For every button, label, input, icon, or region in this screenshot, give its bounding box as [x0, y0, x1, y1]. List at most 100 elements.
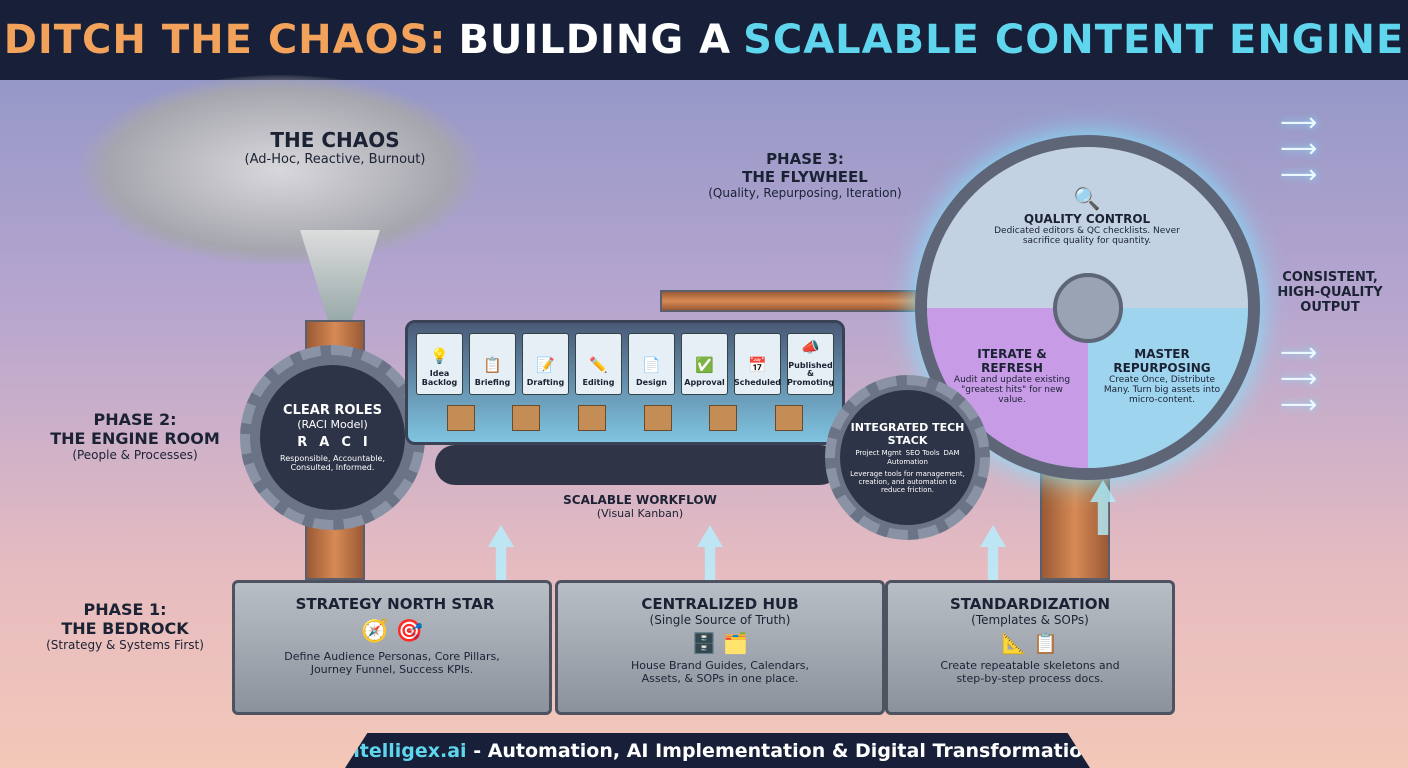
phase2-number: PHASE 2: [93, 410, 177, 429]
roles-title: CLEAR ROLES [283, 403, 382, 418]
block-standardization: STANDARDIZATION (Templates & SOPs) 📐 📋 C… [885, 580, 1175, 715]
raci-a: A [319, 435, 330, 450]
stage-card: 📝Drafting [522, 333, 569, 395]
package-icon [643, 405, 672, 431]
stage-card: 💡Idea Backlog [416, 333, 463, 395]
iterate-title: ITERATE & REFRESH [977, 347, 1047, 375]
package-icon [446, 405, 475, 431]
phase2-title: THE ENGINE ROOM [50, 429, 220, 448]
iterate-text: ITERATE & REFRESH Audit and update exist… [947, 347, 1077, 405]
design-icon: 📄 [642, 355, 661, 374]
stage-label: Drafting [526, 378, 565, 388]
calendar-icon: 📅 [748, 355, 767, 374]
qc-title: QUALITY CONTROL [1023, 212, 1151, 226]
repurpose-text: MASTER REPURPOSING Create Once, Distribu… [1097, 347, 1227, 405]
block-title: STRATEGY NORTH STAR [295, 595, 495, 613]
stage-card: 📣 Published & Promoting [787, 333, 834, 395]
stage-label: Scheduled [734, 378, 781, 388]
stage-label: Approval [684, 378, 725, 388]
chaos-label: THE CHAOS (Ad-Hoc, Reactive, Burnout) [230, 128, 440, 167]
block-title: CENTRALIZED HUB [641, 595, 799, 613]
tool-label: DAM [943, 449, 960, 458]
roles-subtitle: (RACI Model) [297, 418, 368, 431]
stage-card: 📋 Briefing [469, 333, 516, 395]
phase3-title: THE FLYWHEEL [742, 168, 868, 186]
tech-desc: Leverage tools for management, creation,… [850, 469, 965, 494]
raci-c: C [341, 435, 351, 450]
chaos-subtitle: (Ad-Hoc, Reactive, Burnout) [244, 152, 426, 167]
workflow-title: SCALABLE WORKFLOW [563, 493, 717, 507]
chaos-cloud [80, 75, 480, 265]
tool-label: Automation [887, 458, 928, 466]
kanban-board: 💡Idea Backlog 📋 Briefing 📝Drafting ✏️Edit… [405, 320, 845, 445]
phase2-label: PHASE 2: THE ENGINE ROOM (People & Proce… [30, 410, 240, 462]
box-row [408, 405, 842, 431]
title-part-3: SCALABLE CONTENT ENGINE [743, 17, 1405, 63]
block-desc: Define Audience Personas, Core Pillars, … [284, 650, 500, 676]
package-icon [775, 405, 804, 431]
brief-icon: 📋 [483, 355, 502, 374]
output-label: CONSISTENT, HIGH-QUALITY OUTPUT [1270, 270, 1390, 315]
megaphone-icon: 📣 [801, 338, 820, 357]
block-desc: Create repeatable skeletons and step-by-… [940, 659, 1120, 685]
footer-banner: Intelligex.ai - Automation, AI Implement… [345, 733, 1090, 768]
block-title: STANDARDIZATION [949, 595, 1111, 613]
phase1-subtitle: (Strategy & Systems First) [46, 638, 204, 652]
database-hierarchy-icon: 🗄️ 🗂️ [691, 631, 749, 655]
stage-label: Published & Promoting [786, 360, 835, 388]
footer-brand: Intelligex.ai [339, 739, 467, 762]
compass-target-icon: 🧭 🎯 [361, 619, 423, 644]
raci-letters: R A C I [297, 435, 367, 450]
stage-card: 📄 Design [628, 333, 675, 395]
repurpose-title: MASTER REPURPOSING [1113, 347, 1211, 375]
stage-label: Idea Backlog [421, 369, 458, 388]
phase1-number: PHASE 1: [83, 600, 167, 619]
tech-title: INTEGRATED TECH STACK [850, 421, 965, 448]
title-part-2: BUILDING A [458, 17, 732, 63]
arrow-up-icon [980, 525, 1006, 580]
arrow-up-icon [697, 525, 723, 580]
stage-label: Briefing [474, 378, 511, 388]
title-banner: DITCH THE CHAOS: BUILDING A SCALABLE CON… [0, 0, 1408, 80]
arrow-up-icon [488, 525, 514, 580]
stage-label: Design [636, 378, 667, 388]
stage-card: ✏️Editing [575, 333, 622, 395]
pencil-icon: ✏️ [589, 355, 608, 374]
output-arrows-bottom: ⟶⟶⟶ [1280, 338, 1318, 420]
raci-r: R [297, 435, 308, 450]
workflow-subtitle: (Visual Kanban) [596, 507, 684, 520]
clear-roles-gear: CLEAR ROLES (RACI Model) R A C I Respons… [240, 345, 425, 530]
phase3-number: PHASE 3: [766, 150, 844, 168]
footer-tagline: - Automation, AI Implementation & Digita… [466, 739, 1096, 762]
repurpose-desc: Create Once, Distribute Many. Turn big a… [1103, 375, 1221, 405]
block-subtitle: (Templates & SOPs) [971, 613, 1089, 627]
package-icon [578, 405, 607, 431]
tool-label: Project Mgmt [855, 449, 902, 458]
block-subtitle: (Single Source of Truth) [649, 613, 791, 627]
iterate-desc: Audit and update existing "greatest hits… [953, 375, 1071, 405]
phase1-label: PHASE 1: THE BEDROCK (Strategy & Systems… [30, 600, 220, 652]
raci-i: I [362, 435, 368, 450]
funnel [300, 230, 380, 320]
package-icon [709, 405, 738, 431]
block-hub: CENTRALIZED HUB (Single Source of Truth)… [555, 580, 885, 715]
phase3-label: PHASE 3: THE FLYWHEEL (Quality, Repurpos… [700, 150, 910, 200]
copper-pipe [660, 290, 940, 312]
output-text: CONSISTENT, HIGH-QUALITY OUTPUT [1277, 270, 1383, 315]
phase3-subtitle: (Quality, Repurposing, Iteration) [708, 186, 902, 200]
phase2-subtitle: (People & Processes) [72, 448, 198, 462]
tool-label: SEO Tools [905, 449, 940, 458]
qc-text: 🔍 QUALITY CONTROL Dedicated editors & QC… [987, 187, 1187, 246]
block-strategy: STRATEGY NORTH STAR 🧭 🎯 Define Audience … [232, 580, 552, 715]
title-part-1: DITCH THE CHAOS: [3, 17, 447, 63]
stage-card: 📅 Scheduled [734, 333, 781, 395]
blueprint-checklist-icon: 📐 📋 [1001, 631, 1059, 655]
workflow-label: SCALABLE WORKFLOW (Visual Kanban) [520, 493, 760, 520]
phase1-title: THE BEDROCK [61, 619, 189, 638]
hub-cap [1052, 272, 1123, 343]
block-desc: House Brand Guides, Calendars, Assets, &… [631, 659, 809, 685]
output-arrows-top: ⟶⟶⟶ [1280, 108, 1318, 190]
stage-card: ✅Approval [681, 333, 728, 395]
